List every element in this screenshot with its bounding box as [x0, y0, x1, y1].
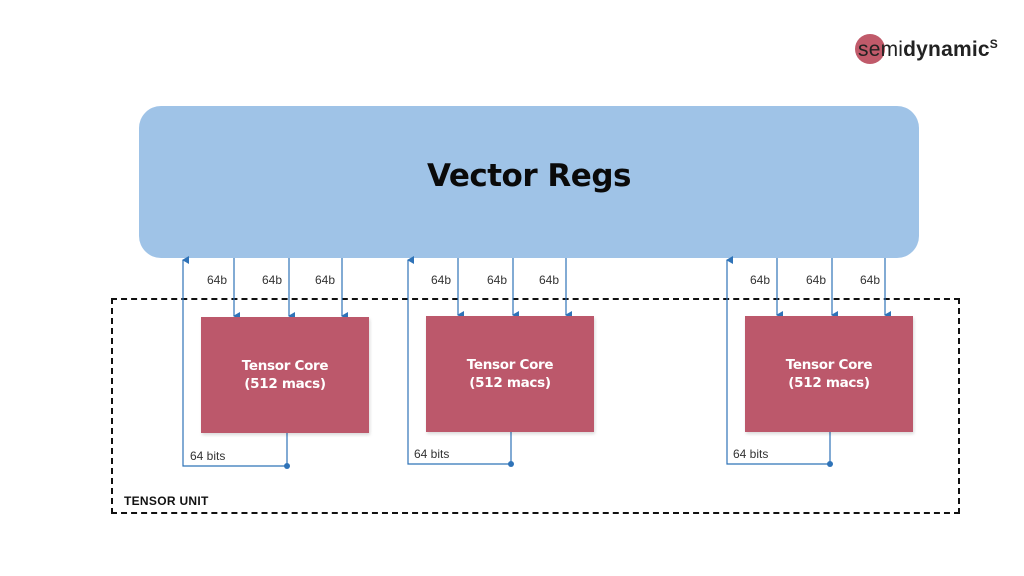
- core-1-input-label-2: 64b: [262, 273, 283, 287]
- tensor-core-2: Tensor Core (512 macs): [426, 316, 594, 432]
- core-2-output-wire: [407, 256, 512, 465]
- core-2-output-dot: [508, 461, 514, 467]
- core-1-input-label-1: 64b: [207, 273, 228, 287]
- tensor-core-3-title: Tensor Core: [785, 357, 873, 373]
- core-2-input-label-2: 64b: [487, 273, 508, 287]
- tensor-core-3: Tensor Core (512 macs): [745, 316, 913, 432]
- tensor-unit-boundary: [111, 298, 960, 514]
- core-1-output-dot: [284, 463, 290, 469]
- core-3-output-dot: [827, 461, 833, 467]
- logo-circle-mark: [855, 34, 885, 64]
- core-3-output-label: 64 bits: [733, 447, 769, 461]
- tensor-core-3-subtitle: (512 macs): [788, 375, 870, 391]
- core-3-input-label-3: 64b: [860, 273, 881, 287]
- logo-text-bold: dynamic: [903, 37, 990, 61]
- logo-text-superscript: S: [989, 36, 998, 51]
- core-1-output-label: 64 bits: [190, 449, 226, 463]
- core-2-input-label-3: 64b: [539, 273, 560, 287]
- tensor-core-1: Tensor Core (512 macs): [201, 317, 369, 433]
- tensor-core-1-title: Tensor Core: [241, 358, 329, 374]
- logo-text: semidynamicS: [855, 37, 998, 62]
- core-1-input-label-3: 64b: [315, 273, 336, 287]
- tensor-core-2-subtitle: (512 macs): [469, 375, 551, 391]
- tensor-core-1-subtitle: (512 macs): [244, 376, 326, 392]
- semidynamics-logo: semidynamicS: [855, 32, 998, 66]
- vector-regs-title: Vector Regs: [427, 158, 631, 194]
- core-3-input-label-2: 64b: [806, 273, 827, 287]
- core-2-output-label: 64 bits: [414, 447, 450, 461]
- core-1-output-wire: [182, 256, 288, 467]
- vector-regs-block: Vector Regs: [139, 106, 919, 258]
- logo-text-light: semi: [858, 37, 904, 61]
- core-2-input-label-1: 64b: [431, 273, 452, 287]
- tensor-core-2-title: Tensor Core: [466, 357, 554, 373]
- core-3-input-label-1: 64b: [750, 273, 771, 287]
- core-3-output-wire: [726, 256, 831, 465]
- tensor-unit-label: TENSOR UNIT: [124, 494, 209, 508]
